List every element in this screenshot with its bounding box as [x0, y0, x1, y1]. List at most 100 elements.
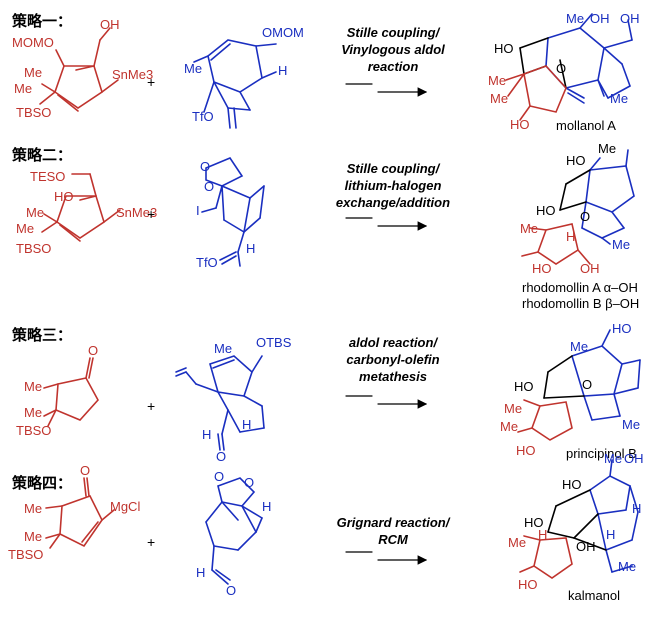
- s2-p-me3: Me: [612, 237, 631, 252]
- s1-a-me1: Me: [24, 65, 43, 80]
- s3-p-ho3: HO: [516, 443, 536, 458]
- s4-p-ho3: HO: [518, 577, 538, 592]
- s3-product: [517, 329, 641, 441]
- s3-p-me4: Me: [622, 417, 641, 432]
- s2-product-name-a: rhodomollin A α–OH: [522, 280, 638, 295]
- s3-p-ho2: HO: [514, 379, 534, 394]
- s2-fragment-b: [201, 157, 265, 267]
- s2-product: [521, 149, 635, 265]
- reaction-arrows: [345, 83, 428, 565]
- s3-a-me2: Me: [24, 405, 43, 420]
- s1-a-snme3: SnMe3: [112, 67, 154, 82]
- s2-b-o2: O: [204, 179, 215, 194]
- s1-product-name: mollanol A: [556, 118, 616, 133]
- s1-p-ho2: HO: [510, 117, 530, 132]
- s3-fragment-a: [43, 357, 99, 427]
- s2-fragment-a: [41, 173, 121, 242]
- s4-b-o2: O: [244, 475, 255, 490]
- s3-b-h: H: [242, 417, 252, 432]
- s4-p-me2: Me: [508, 535, 527, 550]
- s1-plus: +: [147, 74, 156, 90]
- s1-a-me2: Me: [14, 81, 33, 96]
- s2-p-me2: Me: [520, 221, 539, 236]
- s2-p-ho2: HO: [536, 203, 556, 218]
- s1-p-me2: Me: [488, 73, 507, 88]
- s4-b-o1: O: [214, 469, 225, 484]
- s2-a-teso: TESO: [30, 169, 66, 184]
- s3-product-name: principinol B: [566, 446, 637, 461]
- s2-p-ho3: HO: [532, 261, 552, 276]
- s3-b-otbs: OTBS: [256, 335, 292, 350]
- strategy-4-title: 策略四：: [12, 474, 73, 492]
- s2-a-snme3: SnMe3: [116, 205, 158, 220]
- s1-p-me4: Me: [610, 91, 629, 106]
- s2-p-oh: OH: [580, 261, 600, 276]
- s4-b-h1: H: [262, 499, 272, 514]
- s3-p-me2: Me: [504, 401, 523, 416]
- s4-a-mgcl: MgCl: [110, 499, 141, 514]
- s1-fragment-b: [193, 39, 277, 129]
- s4-conditions: Grignard reaction/ RCM: [318, 514, 468, 548]
- s4-p-ho1: HO: [562, 477, 582, 492]
- s4-product: [519, 459, 639, 579]
- s1-p-me3: Me: [490, 91, 509, 106]
- s3-b-me: Me: [214, 341, 233, 356]
- s4-product-name: kalmanol: [568, 588, 621, 603]
- s3-cond-line2: carbonyl-olefin: [346, 352, 440, 367]
- s2-cond-line3: exchange/addition: [335, 195, 451, 210]
- s4-p-h3: H: [606, 527, 616, 542]
- s1-b-tfo: TfO: [192, 109, 214, 124]
- s4-p-oh1: OH: [624, 451, 644, 466]
- s3-conditions: aldol reaction/ carbonyl-olefin metathes…: [318, 334, 468, 385]
- s1-p-oh2: OH: [620, 11, 640, 26]
- s3-plus: +: [147, 398, 156, 414]
- s1-cond-line1: Stille coupling/: [346, 25, 440, 40]
- s1-cond-line3: reaction: [367, 59, 419, 74]
- s4-plus: +: [147, 534, 156, 550]
- s2-product-name-b: rhodomollin B β–OH: [522, 296, 640, 311]
- s4-p-oh2: OH: [576, 539, 596, 554]
- s4-b-h2: H: [196, 565, 206, 580]
- s3-p-o: O: [582, 377, 593, 392]
- s2-a-me2: Me: [16, 221, 35, 236]
- s4-fragment-a: [45, 477, 115, 549]
- s3-fragment-b: [175, 355, 265, 451]
- s4-a-o: O: [80, 463, 91, 478]
- s1-a-momo: MOMO: [12, 35, 54, 50]
- s2-p-me: Me: [598, 141, 617, 156]
- s4-b-o3: O: [226, 583, 237, 598]
- s3-p-ho: HO: [612, 321, 632, 336]
- s2-a-me1: Me: [26, 205, 45, 220]
- s2-a-ho: HO: [54, 189, 74, 204]
- s3-b-hc: H: [202, 427, 212, 442]
- s4-p-h2: H: [538, 527, 548, 542]
- strategy-1-title: 策略一：: [12, 12, 73, 30]
- s1-p-oh1: OH: [590, 11, 610, 26]
- s1-p-ho1: HO: [494, 41, 514, 56]
- s4-a-tbso: TBSO: [8, 547, 44, 562]
- s3-p-me3: Me: [500, 419, 519, 434]
- s3-a-tbso: TBSO: [16, 423, 52, 438]
- s1-b-me: Me: [184, 61, 203, 76]
- s4-p-ho2: HO: [524, 515, 544, 530]
- s4-fragment-b: [205, 477, 263, 585]
- s2-p-h: H: [566, 229, 576, 244]
- s4-p-h1: H: [632, 501, 642, 516]
- s1-a-oh: OH: [100, 17, 120, 32]
- s4-p-me3: Me: [618, 559, 637, 574]
- s3-cond-line3: metathesis: [359, 369, 427, 384]
- s2-cond-line1: Stille coupling/: [346, 161, 440, 176]
- s3-a-me1: Me: [24, 379, 43, 394]
- s3-b-o: O: [216, 449, 227, 464]
- s1-b-omom: OMOM: [262, 25, 304, 40]
- s1-p-o: O: [556, 61, 567, 76]
- s4-a-me2: Me: [24, 529, 43, 544]
- s2-conditions: Stille coupling/ lithium-halogen exchang…: [318, 160, 468, 211]
- strategy-2-title: 策略二：: [12, 146, 73, 164]
- s1-p-me: Me: [566, 11, 585, 26]
- s2-b-i: I: [196, 203, 200, 218]
- s3-p-me1: Me: [570, 339, 589, 354]
- s4-cond-line1: Grignard reaction/: [336, 515, 450, 530]
- s2-b-o1: O: [200, 159, 211, 174]
